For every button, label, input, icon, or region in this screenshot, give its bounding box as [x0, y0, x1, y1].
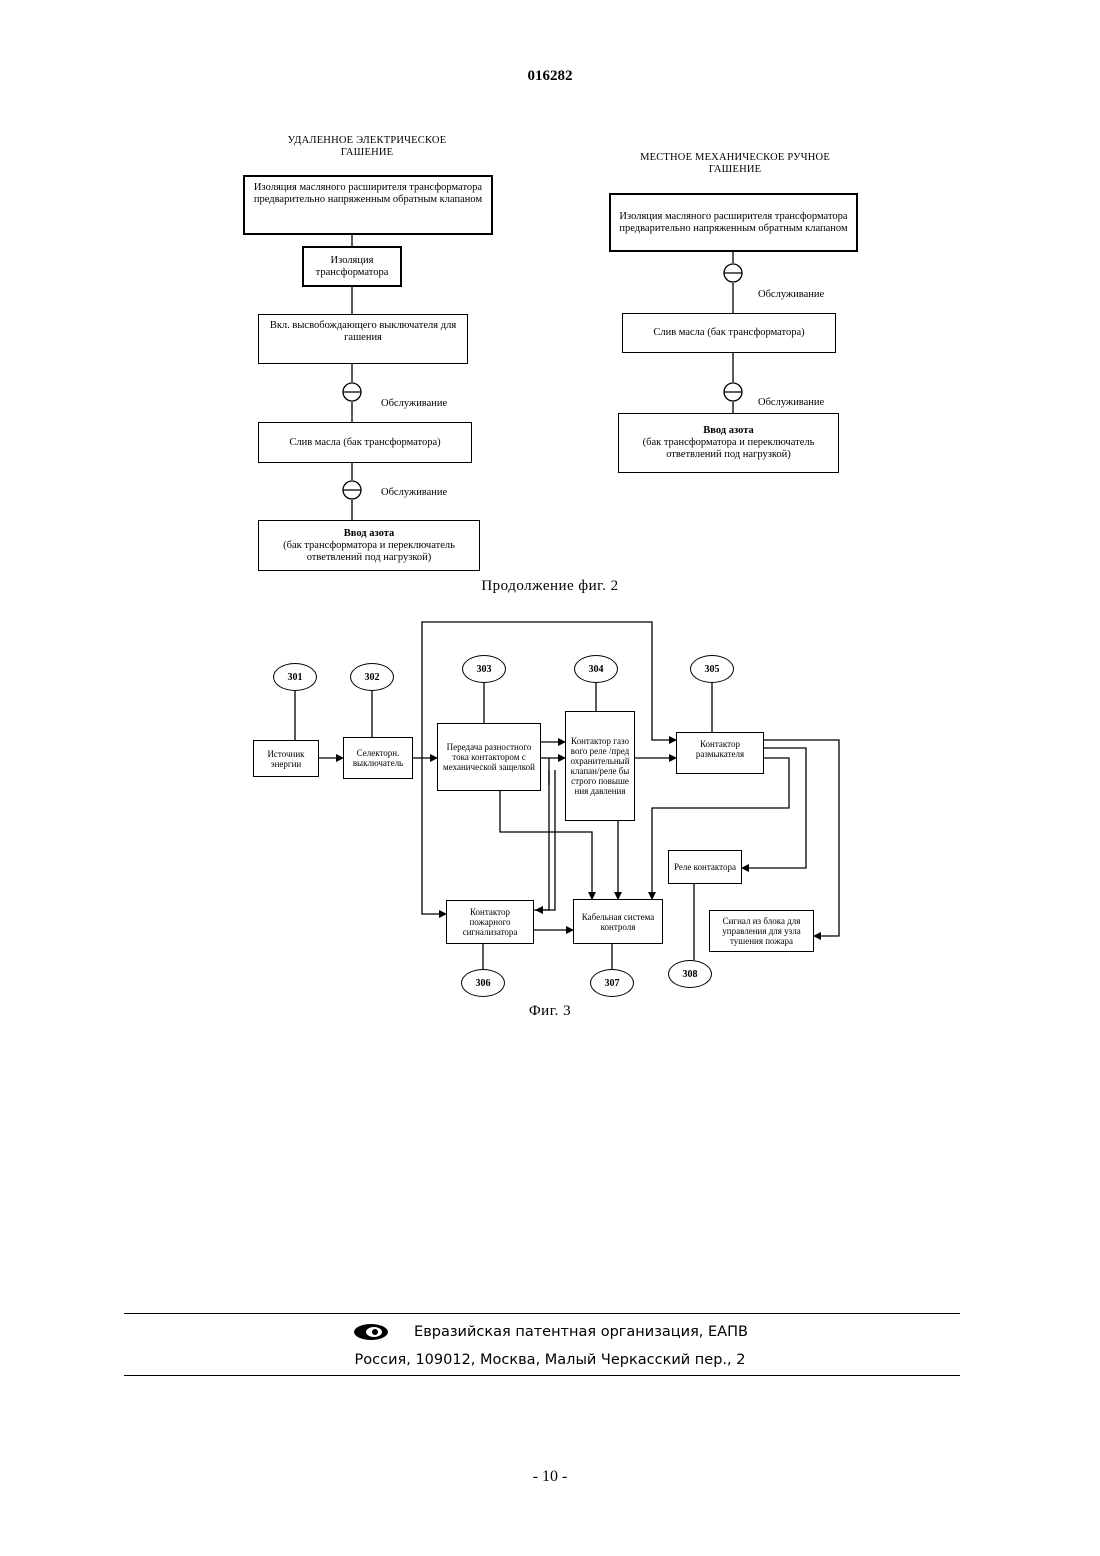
power-source-box: Источник энергии: [253, 740, 319, 777]
footer-org-line: Евразийская патентная организация, ЕАПВ: [0, 1322, 1100, 1346]
fig3-caption: Фиг. 3: [0, 1003, 1100, 1020]
right-oil-drain-box: Слив масла (бак трансформатора): [622, 313, 836, 353]
transformer-isolation-box: Изоляция трансформатора: [302, 246, 402, 287]
eapo-logo-icon: [352, 1322, 390, 1342]
footer-org-name: Евразийская патентная организация, ЕАПВ: [414, 1324, 748, 1340]
left-isolation-box: Изоляция масляного расширителя трансформ…: [243, 175, 493, 235]
right-nitrogen-detail: (бак трансформатора и переключатель отве…: [623, 437, 834, 461]
right-service-label-1: Обслуживание: [758, 289, 824, 300]
release-switch-box: Вкл. высвобождающего выключателя для гаш…: [258, 314, 468, 364]
fig2-caption: Продолжение фиг. 2: [0, 578, 1100, 595]
ref-307: 307: [590, 969, 634, 997]
footer-top-rule: [124, 1313, 960, 1314]
right-isolation-box: Изоляция масляного расширителя трансформ…: [609, 193, 858, 252]
fire-alarm-contactor-box: Контактор пожарного сигнализатора: [446, 900, 534, 944]
ref-308: 308: [668, 960, 712, 988]
differential-current-box: Передача разностного тока контактором с …: [437, 723, 541, 791]
right-service-label-2: Обслуживание: [758, 397, 824, 408]
right-nitrogen-box: Ввод азота (бак трансформатора и переклю…: [618, 413, 839, 473]
left-oil-drain-box: Слив масла (бак трансформатора): [258, 422, 472, 463]
left-nitrogen-detail: (бак трансформатора и переключатель отве…: [263, 540, 475, 564]
left-service-label-2: Обслуживание: [381, 487, 447, 498]
left-nitrogen-title: Ввод азота: [344, 528, 395, 540]
ref-302: 302: [350, 663, 394, 691]
ref-305: 305: [690, 655, 734, 683]
contactor-relay-box: Реле контактора: [668, 850, 742, 884]
footer-bottom-rule: [124, 1375, 960, 1376]
left-heading: УДАЛЕННОЕ ЭЛЕКТРИЧЕСКОЕ ГАШЕНИЕ: [262, 135, 472, 159]
gas-relay-box: Контактор газового реле /предохранительн…: [565, 711, 635, 821]
right-heading: МЕСТНОЕ МЕХАНИЧЕСКОЕ РУЧНОЕ ГАШЕНИЕ: [620, 152, 850, 176]
ref-306: 306: [461, 969, 505, 997]
right-nitrogen-title: Ввод азота: [703, 425, 754, 437]
left-service-label-1: Обслуживание: [381, 398, 447, 409]
ref-303: 303: [462, 655, 506, 683]
footer-address: Россия, 109012, Москва, Малый Черкасский…: [0, 1352, 1100, 1368]
cable-system-box: Кабельная система контроля: [573, 899, 663, 944]
ref-301: 301: [273, 663, 317, 691]
trip-contactor-box: Контактор размыкателя: [676, 732, 764, 774]
selector-switch-box: Селекторн. выключатель: [343, 737, 413, 779]
fire-signal-box: Сигнал из блока для управления для узла …: [709, 910, 814, 952]
page-number: - 10 -: [0, 1468, 1100, 1486]
left-nitrogen-box: Ввод азота (бак трансформатора и переклю…: [258, 520, 480, 571]
ref-304: 304: [574, 655, 618, 683]
